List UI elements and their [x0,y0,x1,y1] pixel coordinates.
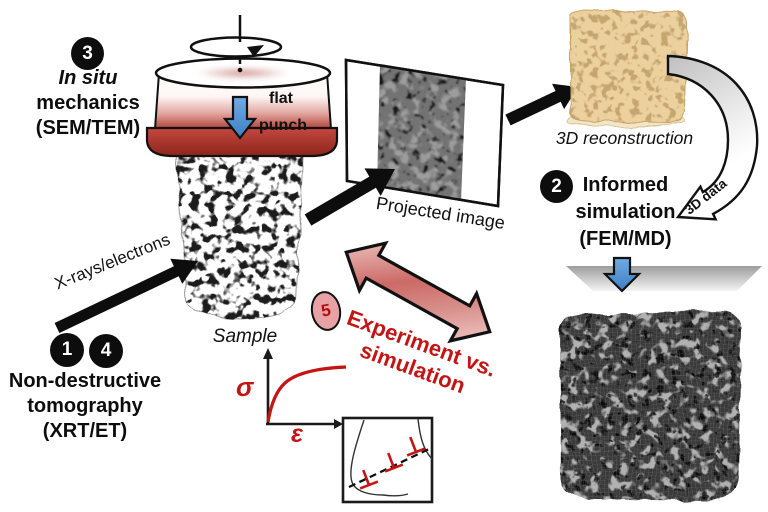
punch-lip [145,126,339,158]
load-arrow-icon [222,95,258,140]
sample-label: Sample [212,326,278,347]
step-tomography-label: Non-destructive tomography (XRT/ET) [0,369,170,444]
step-mechanics-line3: (SEM/TEM) [35,117,141,139]
simulation-input [566,256,762,293]
badge-step-3: 3 [71,37,104,70]
xray-beam-arrow [54,258,198,333]
step-simulation-line2: simulation [575,201,676,223]
sample-cylinder [175,147,305,320]
step-tomography-line2: tomography [27,395,143,417]
dislocation-symbol [359,469,379,490]
step-mechanics-line2: mechanics [36,92,140,114]
slip-plane-dashed-line [348,447,430,489]
dislocation-symbol [384,452,404,473]
dislocation-inset [341,416,434,504]
simulation-mesh-cylinder [559,311,742,501]
step-simulation-label: Informed simulation (FEM/MD) [568,172,683,253]
dislocation-symbol [406,436,426,457]
badge-step-1: 1 [50,333,84,367]
step-simulation-line3: (FEM/MD) [579,228,672,250]
step-simulation-line1: Informed [582,174,669,196]
sim-down-arrow-icon [602,256,642,293]
comparison-double-arrow [344,240,492,344]
stress-strain-plot [263,348,347,429]
rotation-axis-icon [189,15,283,73]
badge-step-4: 4 [89,334,123,368]
step-mechanics-line1: In situ [58,67,118,89]
stress-axis-label: σ [236,372,254,402]
projection-band [377,64,466,201]
flat-punch-label-line1: flat [269,90,293,107]
stress-strain-curve [266,365,347,423]
step-mechanics-label: In situ mechanics (SEM/TEM) [8,66,168,141]
badge-step-2: 2 [540,170,573,203]
step-tomography-line1: Non-destructive [8,370,162,392]
reconstruction-label: 3D reconstruction [555,128,694,148]
flat-punch-label-line2: punch [259,117,307,134]
flat-punch [145,15,339,158]
platform-shadow [566,266,762,291]
strain-axis-label: ε [291,420,303,448]
reconstruction-cylinder [568,9,688,128]
grain-boundary-left [350,419,409,497]
step-tomography-line3: (XRT/ET) [42,420,128,442]
flow-arrow-projection-to-reconstruction [505,83,578,126]
grain-boundary-right [417,418,433,460]
strain-axis-arrow [334,419,343,429]
flow-arrow-sample-to-projection [304,168,395,226]
stress-axis-arrow [263,348,273,359]
